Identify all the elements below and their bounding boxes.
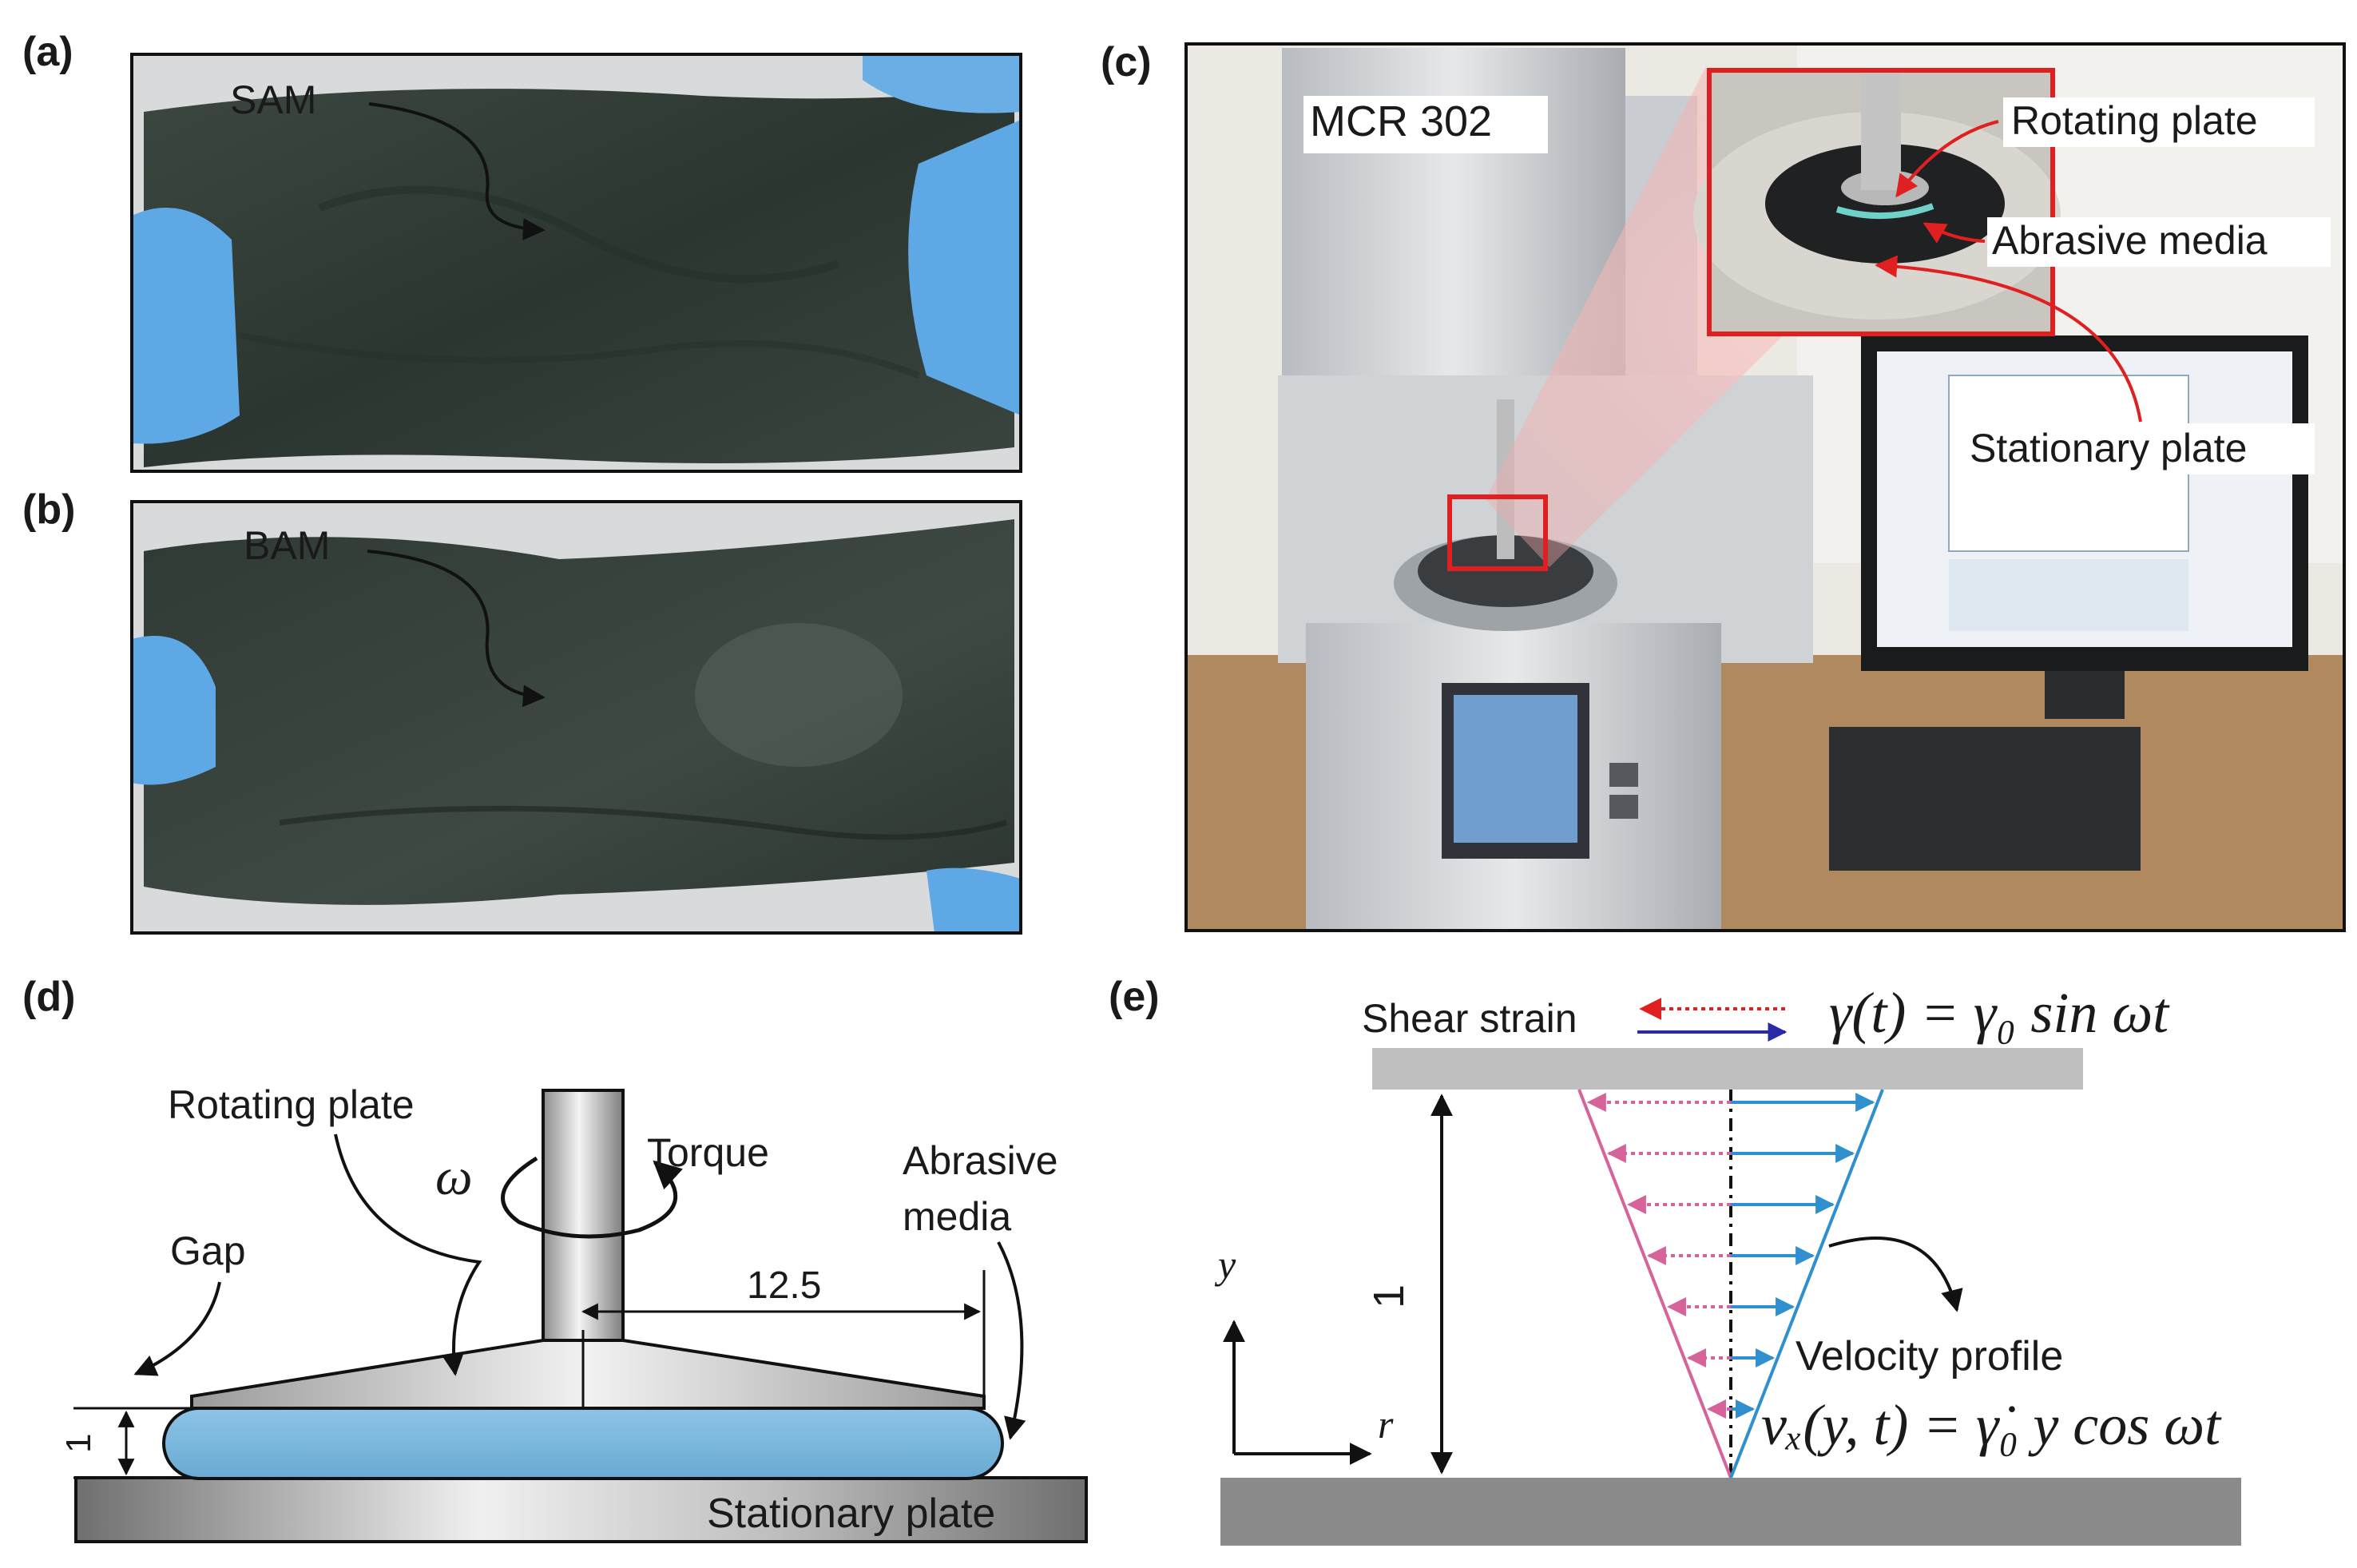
- curved-arrow-icon: [368, 102, 546, 240]
- r-axis-label: r: [1378, 1402, 1394, 1447]
- blue-profile-edge: [1729, 1089, 1884, 1479]
- shear-strain-label: Shear strain: [1362, 996, 1577, 1041]
- panel-d: (d) 12.5 ω Torque Rotating plate Abrasiv…: [22, 974, 1088, 1543]
- torque-label: Torque: [647, 1130, 769, 1175]
- shaft: [542, 1089, 625, 1342]
- rheometer-photo: [1184, 42, 2346, 932]
- sam-label: SAM: [230, 77, 316, 122]
- abrasive-media-shape: [162, 1407, 1004, 1480]
- panel-a-letter: (a): [22, 29, 73, 75]
- callout-abrasive-media: Abrasive media: [1992, 218, 2268, 263]
- pink-profile-edge: [1577, 1089, 1732, 1479]
- height-label: 1: [1365, 1284, 1413, 1308]
- bottom-plate: [1220, 1478, 2241, 1546]
- instrument-label-bg: [1303, 96, 1548, 153]
- gap-label: Gap: [170, 1229, 246, 1273]
- velocity-equation: vₓ(y, t) = γ̇₀ y cos ωt: [1761, 1393, 2222, 1457]
- callout-stationary-plate: Stationary plate: [1970, 426, 2247, 470]
- abrasive-media-pointer: [1923, 222, 1986, 244]
- panel-c-letter: (c): [1101, 39, 1152, 85]
- curved-arrow-icon: [133, 1281, 221, 1376]
- rotating-plate-label: Rotating plate: [168, 1082, 415, 1127]
- keyboard: [1829, 727, 2141, 871]
- right-glove: [908, 120, 1021, 415]
- panel-e-letter: (e): [1109, 974, 1160, 1020]
- inset-photo: [1693, 68, 2061, 336]
- strain-equation: γ(t) = γ₀ sin ωt: [1829, 981, 2170, 1045]
- top-plate: [1372, 1048, 2083, 1090]
- panel-d-letter: (d): [22, 974, 75, 1020]
- y-axis-label: y: [1214, 1242, 1236, 1287]
- panel-b-photo: [130, 500, 1022, 935]
- instrument-label: MCR 302: [1310, 97, 1492, 145]
- gap-value-label: 1: [59, 1434, 98, 1453]
- bam-label: BAM: [244, 523, 330, 568]
- panel-b-letter: (b): [22, 486, 75, 533]
- curved-arrow-icon: [997, 1241, 1026, 1440]
- abrasive-label-line2: media: [903, 1194, 1011, 1239]
- panel-e: (e) Shear strain γ(t) = γ₀ sin ωt 1 Velo…: [1109, 974, 2241, 1546]
- radius-label: 12.5: [747, 1264, 821, 1307]
- panel-c: (c): [1101, 39, 2346, 932]
- stationary-plate-pointer: [1875, 255, 2142, 423]
- curved-arrow-icon: [1828, 1237, 1963, 1312]
- rotation-arrow-icon: [501, 1156, 684, 1239]
- left-glove-b: [132, 636, 216, 785]
- velocity-profile-label: Velocity profile: [1796, 1333, 2063, 1379]
- curved-arrow-icon: [367, 550, 546, 708]
- panel-b: (b) BAM: [22, 486, 1022, 935]
- rotating-plate-pointer: [1895, 120, 1999, 198]
- panel-a-photo: [130, 53, 1022, 473]
- zoom-source-box: [1447, 494, 1548, 571]
- callout-rotating-plate: Rotating plate: [2011, 98, 2258, 143]
- panel-a: (a) SAM: [22, 29, 1022, 473]
- left-glove: [132, 208, 240, 444]
- omega-label: ω: [435, 1148, 473, 1206]
- velocity-arrows: [1586, 1093, 1875, 1419]
- curved-arrow-icon: [334, 1133, 482, 1376]
- abrasive-label-line1: Abrasive: [903, 1138, 1058, 1183]
- stationary-plate-label: Stationary plate: [707, 1491, 995, 1537]
- rotating-plate-shape: [190, 1339, 986, 1410]
